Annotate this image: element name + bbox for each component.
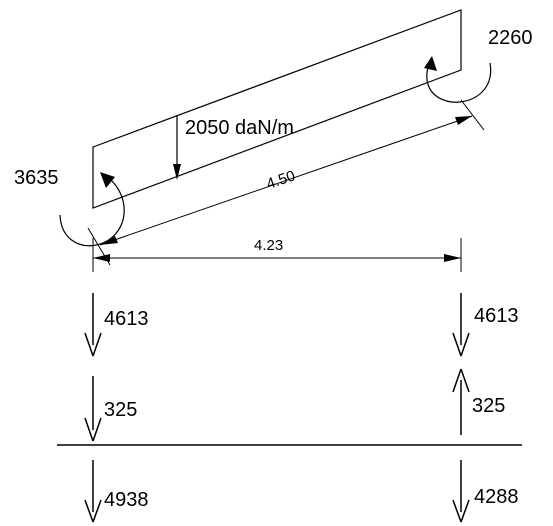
horizontal-dimension	[92, 238, 462, 272]
load-area-outline	[92, 9, 462, 209]
reaction-row1-left-arrow	[84, 293, 102, 357]
reaction-row2-left-arrow	[84, 376, 102, 442]
horizontal-length-label: 4.23	[254, 237, 283, 254]
right-moment-arrow	[424, 56, 492, 103]
total-left-arrow	[84, 460, 102, 523]
distributed-load-arrow	[173, 115, 181, 180]
right-moment-label: 2260	[488, 27, 533, 49]
left-moment-label: 3635	[14, 167, 59, 189]
distributed-load-label: 2050 daN/m	[185, 117, 294, 139]
total-right-arrow	[452, 460, 470, 523]
reaction-row2-right-arrow	[452, 368, 470, 435]
reaction-row1-left-label: 4613	[104, 308, 149, 330]
total-right-label: 4288	[474, 486, 519, 508]
inclined-length-label: 4.50	[264, 167, 297, 193]
inclined-dimension	[87, 99, 485, 266]
reaction-row2-left-label: 325	[104, 399, 137, 421]
reaction-row1-right-label: 4613	[474, 305, 519, 327]
reaction-row1-right-arrow	[452, 293, 470, 357]
total-left-label: 4938	[104, 489, 149, 511]
left-moment-arrow	[59, 172, 125, 247]
reaction-row2-right-label: 325	[472, 395, 505, 417]
